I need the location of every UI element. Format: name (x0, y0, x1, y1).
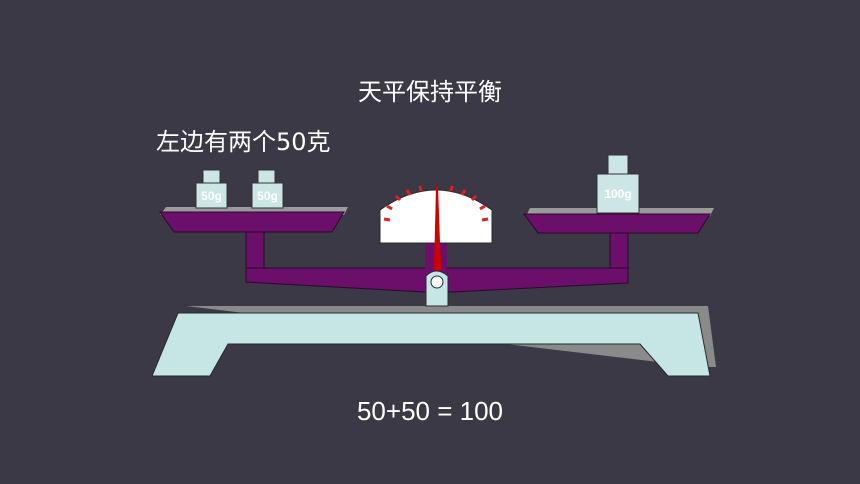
scale-pivot (425, 270, 449, 307)
weight-100g: 100g (596, 154, 640, 214)
slide-title: 天平保持平衡 (358, 78, 502, 106)
weight-label: 50g (257, 189, 278, 203)
dial-needle (434, 186, 441, 270)
scale-base (151, 306, 716, 377)
left-side-note: 左边有两个50克 (156, 128, 331, 156)
weight-50g-second: 50g (251, 169, 284, 209)
weight-label: 50g (201, 189, 222, 203)
left-pan (159, 207, 348, 281)
scale-dial (379, 185, 493, 270)
equation-text: 50+50 = 100 (356, 396, 504, 426)
weight-label: 100g (604, 187, 631, 201)
weight-50g-first: 50g (195, 169, 228, 209)
